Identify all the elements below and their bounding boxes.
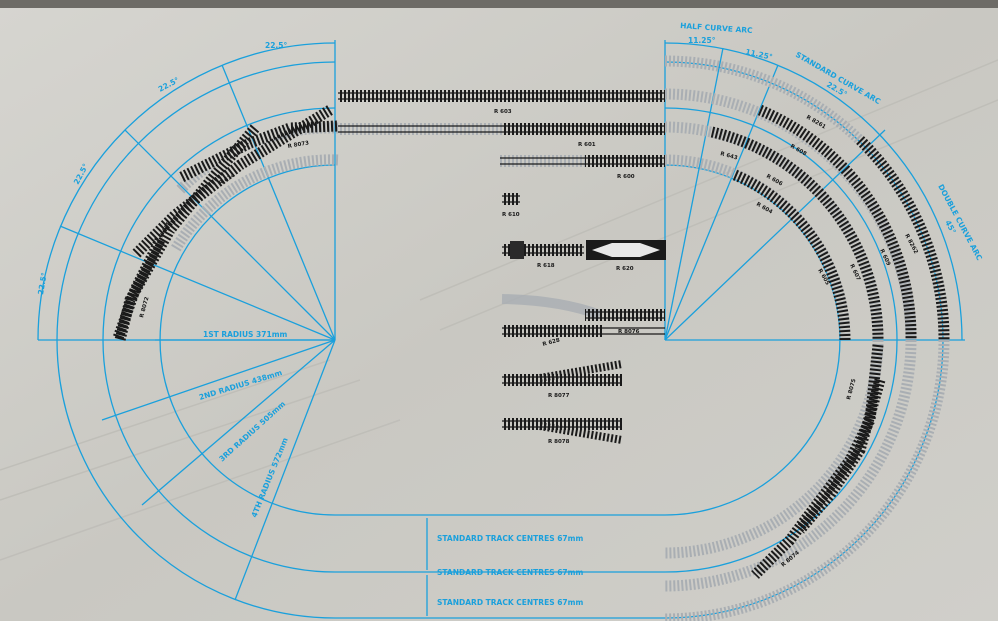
label-r603: R 603 [494,109,512,115]
label-r601: R 601 [578,142,596,148]
label-r628: R 628 [542,338,561,348]
top-edge-strip [0,0,998,8]
label-r643: R 643 [719,151,738,161]
points-r8077 [502,360,623,386]
label-r600: R 600 [617,174,635,180]
label-r8075: R 8075 [846,378,857,400]
right-curved-tracks [664,55,950,621]
label-r620: R 620 [616,266,634,272]
half-angle-label-1: 11.25° [688,36,716,45]
label-r8073: R 8073 [287,140,309,150]
points-r8076 [585,309,665,321]
label-r8078: R 8078 [548,439,570,445]
straight-track-r601 [338,123,665,135]
label-r8076: R 8076 [618,329,640,335]
track-centres-label-1: STANDARD TRACK CENTRES 67mm [437,534,583,543]
angle-label-4: 22.5° [36,272,49,296]
angle-label-1: 22.5° [265,41,288,50]
label-r618: R 618 [537,263,555,269]
points-r8078 [502,418,623,444]
background-rails [0,59,998,561]
straight-track-r600 [500,155,665,167]
left-curved-tracks [112,105,339,342]
track-centres-label-2: STANDARD TRACK CENTRES 67mm [437,568,583,577]
label-r610: R 610 [502,212,520,218]
first-radius-label: 1ST RADIUS 371mm [203,330,288,339]
straight-track-r603 [338,90,665,102]
track-centres-label-3: STANDARD TRACK CENTRES 67mm [437,598,583,607]
straight-track-r610 [502,193,520,205]
label-r8077: R 8077 [548,393,570,399]
track-r618 [502,241,584,259]
buffer-stop-r620 [586,240,666,260]
label-r8072: R 8072 [139,296,150,318]
